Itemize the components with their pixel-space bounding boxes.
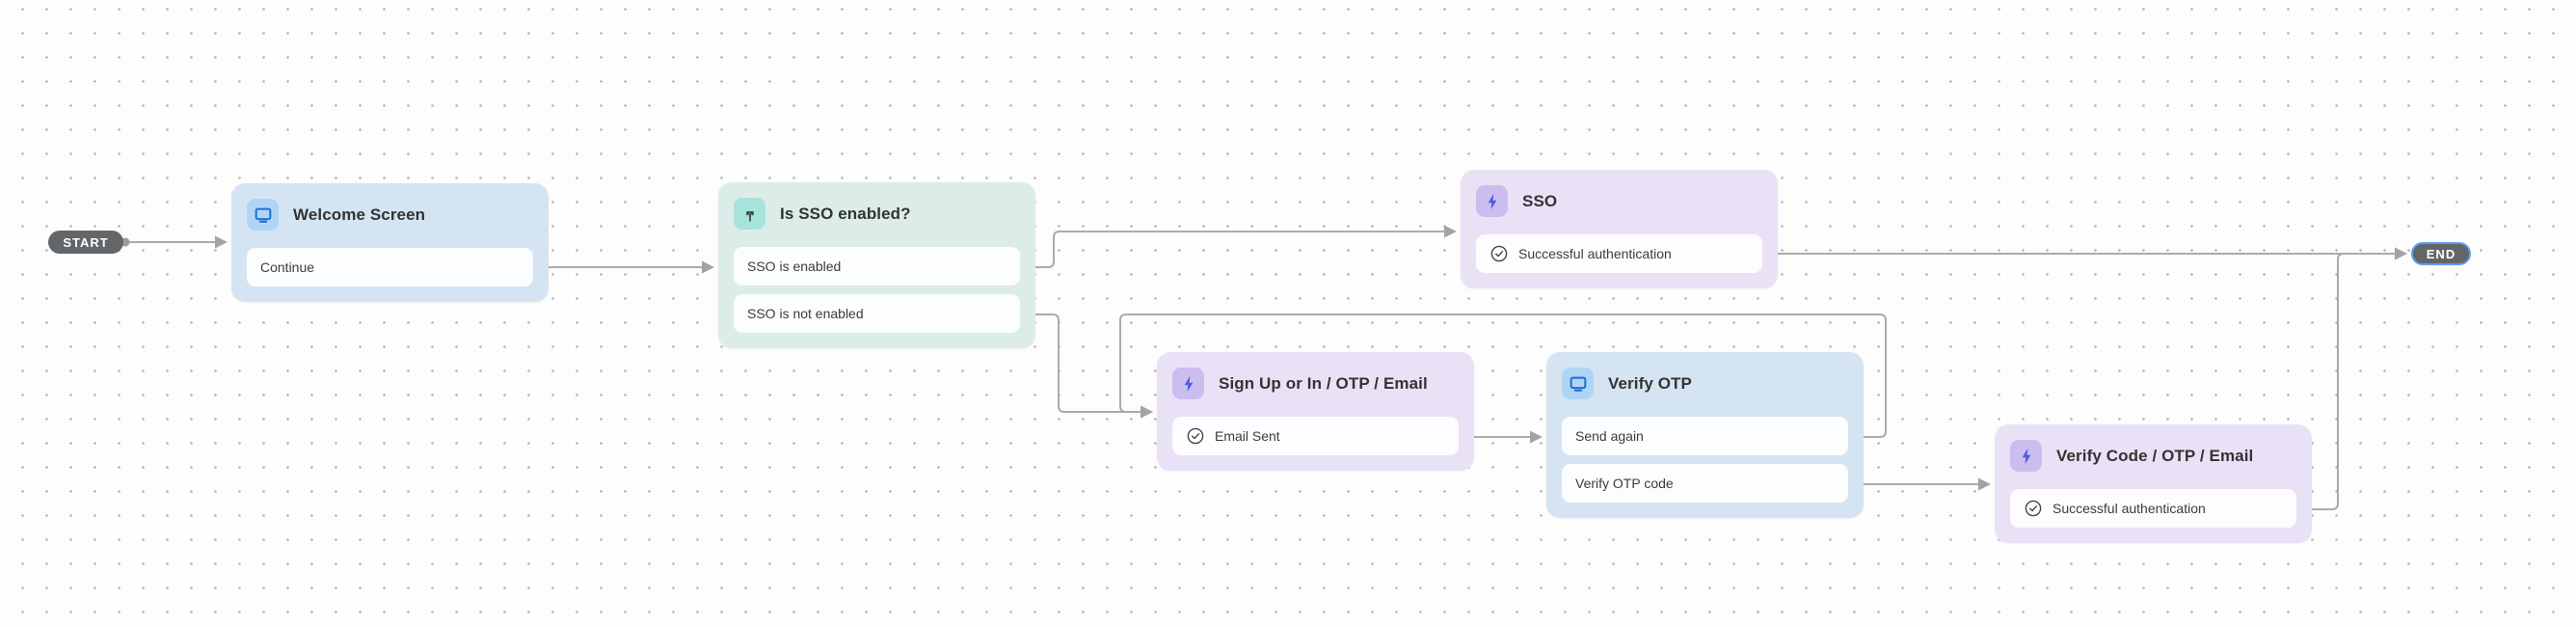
node-item-email-sent[interactable]: Email Sent [1172,417,1459,455]
check-circle-icon [2024,499,2043,518]
lightning-icon [1172,368,1204,399]
node-item-continue[interactable]: Continue [247,248,533,286]
node-header: Sign Up or In / OTP / Email [1172,368,1459,399]
node-header: SSO [1476,185,1762,217]
node-is-sso-enabled[interactable]: Is SSO enabled? SSO is enabled SSO is no… [718,182,1035,348]
branch-icon [734,198,765,230]
node-header: Is SSO enabled? [734,198,1020,230]
node-item-sso-is-enabled[interactable]: SSO is enabled [734,247,1020,286]
node-title: Verify OTP [1608,373,1692,393]
end-node[interactable]: END [2411,242,2471,265]
node-item-successful-authentication[interactable]: Successful authentication [1476,234,1762,273]
node-title: SSO [1522,191,1558,210]
check-circle-icon [1489,244,1509,263]
node-verify-otp[interactable]: Verify OTP Send again Verify OTP code [1546,352,1864,518]
edge-verify-code-success-to-end[interactable] [2296,247,2407,510]
node-item-send-again[interactable]: Send again [1562,417,1848,455]
node-item-sso-is-not-enabled[interactable]: SSO is not enabled [734,294,1020,333]
node-welcome-screen[interactable]: Welcome Screen Continue [231,183,549,302]
check-circle-icon [1186,426,1205,446]
node-title: Welcome Screen [293,204,426,224]
node-title: Sign Up or In / OTP / Email [1219,373,1428,393]
edge-sso-not-enabled-to-signup[interactable] [1020,314,1153,419]
edge-sso-enabled-to-sso[interactable] [1020,225,1457,268]
node-header: Verify Code / OTP / Email [2010,440,2296,472]
screen-icon [247,199,279,231]
node-item-successful-authentication[interactable]: Successful authentication [2010,489,2296,528]
node-verify-code[interactable]: Verify Code / OTP / Email Successful aut… [1995,424,2312,543]
edge-send-again-loop-to-signup[interactable] [1119,314,1887,438]
node-title: Is SSO enabled? [780,204,911,223]
node-sign-up-or-in[interactable]: Sign Up or In / OTP / Email Email Sent [1157,352,1474,471]
lightning-icon [2010,440,2042,472]
screen-icon [1562,368,1594,399]
end-label: END [2426,246,2456,261]
start-label: START [63,234,109,250]
node-item-verify-otp-code[interactable]: Verify OTP code [1562,464,1848,503]
node-sso[interactable]: SSO Successful authentication [1461,170,1778,288]
node-header: Verify OTP [1562,368,1848,399]
lightning-icon [1476,185,1508,217]
node-header: Welcome Screen [247,199,533,231]
node-title: Verify Code / OTP / Email [2056,446,2254,465]
start-node[interactable]: START [48,231,123,254]
